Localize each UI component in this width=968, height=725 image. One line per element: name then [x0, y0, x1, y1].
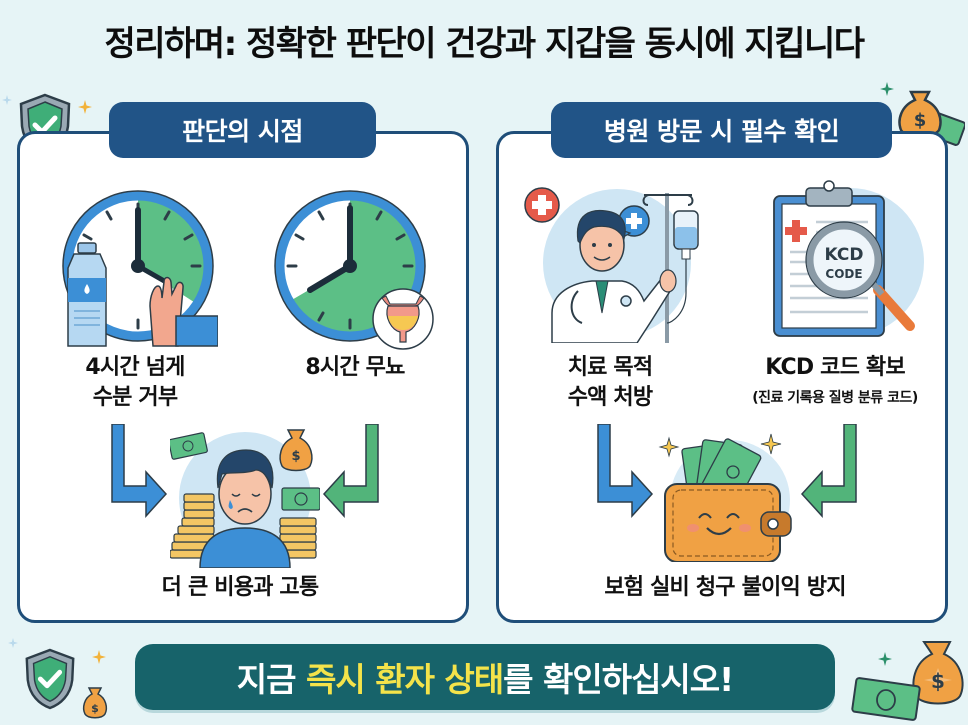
money-bag-icon: $: [82, 687, 108, 719]
call-to-action-banner: 지금 즉시 환자 상태 를 확인하십시오!: [135, 644, 835, 710]
doctor-iv-icon: [524, 187, 699, 343]
sparkle-icon: [8, 638, 18, 648]
sparkle-icon: [78, 100, 92, 114]
label-line: 수분 거부: [92, 385, 178, 410]
svg-text:$: $: [91, 702, 99, 715]
item-label-anuria: 8시간 무뇨: [270, 353, 440, 383]
happy-wallet-icon: [658, 433, 792, 562]
money-bag-cash-icon: $: [851, 641, 964, 721]
clipboard-kcd-icon: KCD CODE: [773, 180, 924, 337]
svg-text:$: $: [931, 669, 945, 693]
label-line: 8시간 무뇨: [305, 355, 405, 380]
clock-water-refuse-icon: [62, 190, 218, 347]
label-line: 수액 처방: [567, 385, 653, 410]
shield-check-icon: [25, 648, 75, 710]
clock-bladder-icon: [274, 190, 434, 350]
label-line: 치료 목적: [567, 355, 653, 380]
arrow-down-right-icon: [111, 424, 168, 518]
left-panel-header: 판단의 시점: [109, 102, 376, 158]
item-sublabel-kcd-desc: (진료 기록용 질병 분류 코드): [752, 390, 918, 406]
sparkle-icon: [880, 82, 894, 96]
sparkle-icon: [878, 652, 892, 666]
svg-text:KCD: KCD: [825, 245, 864, 265]
item-label-iv-prescription: 치료 목적 수액 처방: [530, 353, 690, 413]
banner-text-part2: 를 확인하십시오!: [503, 660, 734, 699]
banner-text-highlight: 즉시 환자 상태: [306, 660, 504, 699]
right-panel-header: 병원 방문 시 필수 확인: [551, 102, 892, 158]
arrow-down-left-icon: [322, 424, 379, 518]
result-label-cost-pain: 더 큰 비용과 고통: [161, 575, 319, 600]
item-label-water-refuse: 4시간 넘게 수분 거부: [50, 353, 220, 413]
arrow-down-right-icon: [597, 424, 654, 518]
arrow-down-left-icon: [800, 424, 857, 518]
sad-person-money-icon: $: [170, 429, 320, 568]
page-title: 정리하며: 정확한 판단이 건강과 지갑을 동시에 지킵니다: [104, 24, 865, 64]
sparkle-icon: [92, 650, 106, 664]
result-label-insurance: 보험 실비 청구 불이익 방지: [604, 575, 846, 600]
svg-text:$: $: [914, 110, 927, 131]
label-line: 4시간 넘게: [85, 355, 185, 380]
sparkle-icon: [2, 95, 12, 105]
item-label-kcd-code: KCD 코드 확보: [765, 355, 905, 380]
money-bag-icon: $: [898, 90, 965, 146]
svg-text:$: $: [291, 449, 300, 464]
svg-text:CODE: CODE: [825, 267, 862, 281]
banner-text-part1: 지금: [236, 660, 306, 699]
